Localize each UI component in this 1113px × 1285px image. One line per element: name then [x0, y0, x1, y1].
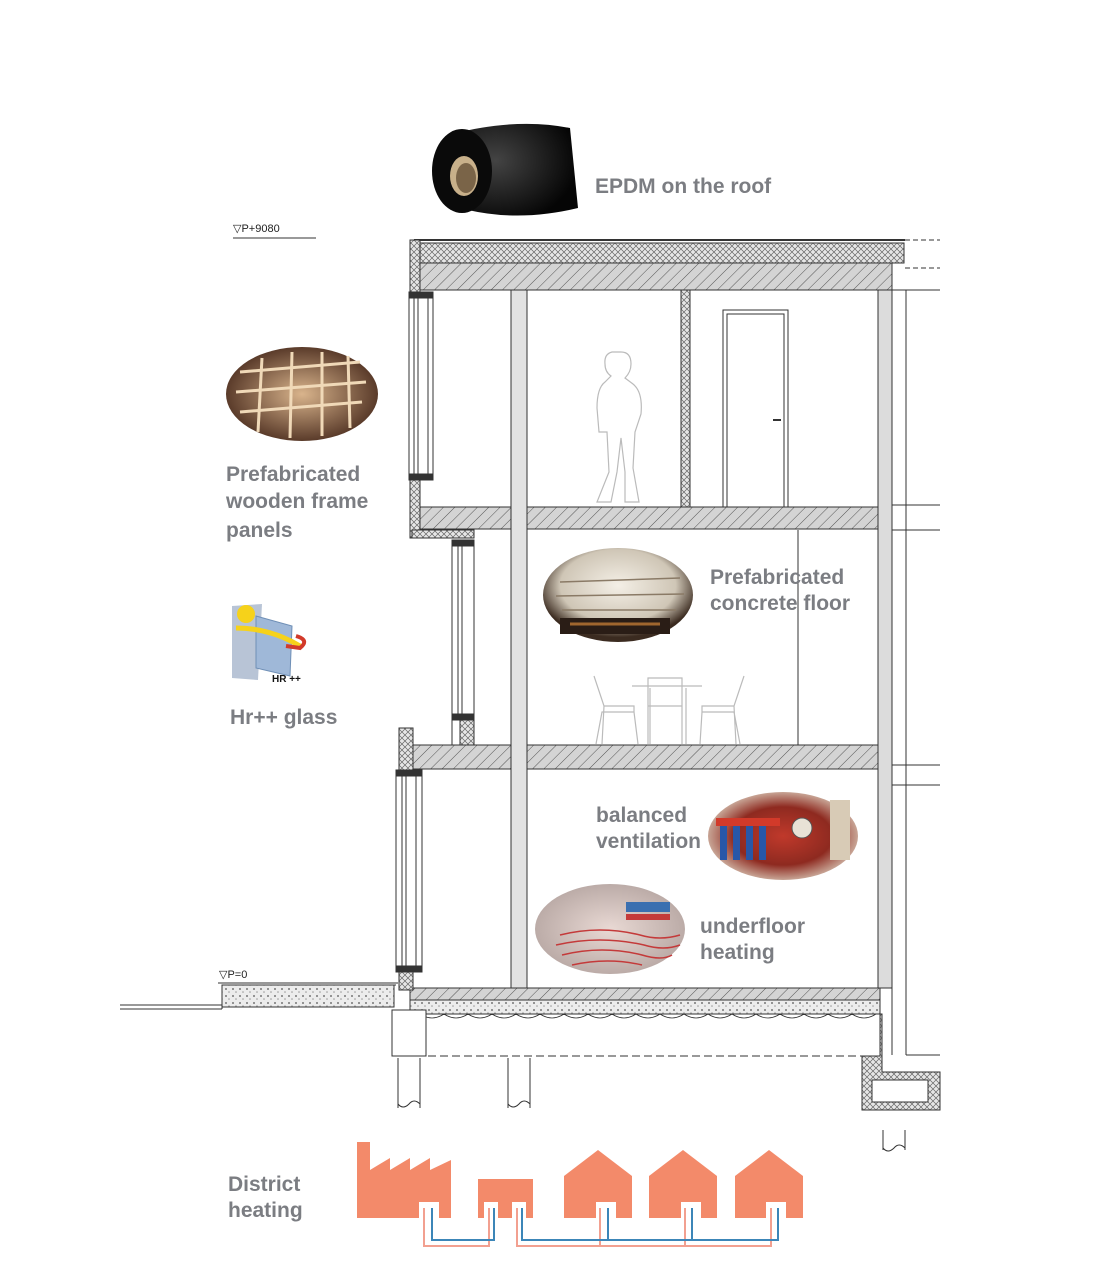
- house-icon-3: [735, 1150, 803, 1218]
- district-heating-label-line-1: District: [228, 1173, 301, 1196]
- underfloor-heating-label-line-1: underfloor: [700, 915, 805, 938]
- wooden-frame-photo: [226, 347, 378, 441]
- underfloor-heating-photo: [535, 884, 685, 974]
- roof-insulation: [415, 242, 905, 264]
- concrete-floor-label-line-1: Prefabricated: [710, 566, 845, 589]
- district-heating-label: District heating: [228, 1172, 303, 1224]
- house-icon-2: [649, 1150, 717, 1218]
- ventilation-photo: [708, 792, 858, 880]
- right-wall: [877, 289, 893, 989]
- foundation-piles: [397, 1058, 906, 1152]
- concrete-floor-photo: [543, 548, 693, 642]
- interior-door: [722, 309, 789, 508]
- concrete-floor-label: Prefabricated concrete floor: [710, 565, 850, 617]
- district-heating-label-line-2: heating: [228, 1199, 303, 1222]
- building-section: [120, 239, 941, 1152]
- house-icon-1: [564, 1150, 632, 1218]
- wooden-frame-label-line-1: Prefabricated: [226, 463, 361, 486]
- ventilation-label: balanced ventilation: [596, 803, 701, 855]
- person-silhouette: [596, 351, 642, 503]
- level-marker-top: ▽P+9080: [233, 223, 280, 235]
- ground-floor-slab: [409, 987, 881, 1001]
- underfloor-heating-label: underfloor heating: [700, 914, 805, 966]
- hr-glass-icon: [230, 604, 310, 680]
- epdm-roll-photo: [432, 123, 578, 216]
- dining-furniture: [593, 675, 745, 745]
- underfloor-heating-label-line-2: heating: [700, 941, 775, 964]
- ventilation-label-line-1: balanced: [596, 804, 688, 827]
- ground-terrace: [120, 984, 396, 1010]
- floor-slab-level-1: [409, 744, 893, 770]
- wooden-frame-label-line-3: panels: [226, 519, 293, 542]
- level-marker-ground: ▽P=0: [219, 969, 248, 981]
- roof-slab: [411, 261, 893, 291]
- factory-icon: [357, 1142, 451, 1218]
- epdm-label: EPDM on the roof: [595, 175, 772, 198]
- concrete-floor-label-line-2: concrete floor: [710, 592, 851, 615]
- wooden-frame-label-line-2: wooden frame: [226, 490, 369, 513]
- district-heating-network: [357, 1142, 803, 1247]
- ground-insulation: [409, 999, 881, 1015]
- foundation-beam: [391, 1009, 427, 1057]
- glass-badge: HR ++: [272, 674, 301, 685]
- wooden-frame-label: Prefabricated wooden frame panels: [226, 462, 368, 544]
- floor-slab-level-2: [419, 506, 893, 530]
- glass-label: Hr++ glass: [230, 706, 338, 729]
- ventilation-label-line-2: ventilation: [596, 830, 702, 853]
- interior-partition: [680, 289, 691, 508]
- interior-column: [510, 289, 528, 989]
